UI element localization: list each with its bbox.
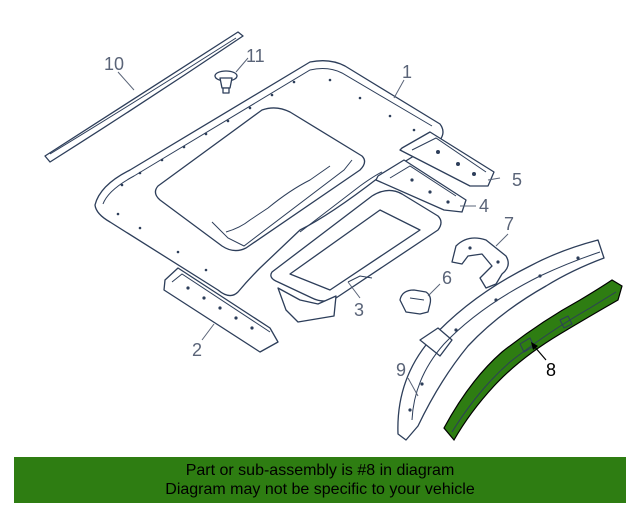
callout-7: 7 bbox=[504, 214, 514, 234]
callout-10: 10 bbox=[104, 54, 124, 74]
callout-8: 8 bbox=[546, 360, 556, 380]
part-11-clip[interactable] bbox=[214, 70, 238, 94]
callout-2: 2 bbox=[192, 340, 202, 360]
part-10-roof-molding[interactable] bbox=[44, 31, 244, 163]
part-9-roof-side-rail[interactable] bbox=[397, 239, 605, 441]
callout-1: 1 bbox=[402, 62, 412, 82]
part-3-sunroof-frame[interactable] bbox=[270, 189, 442, 323]
part-8-rail-reinforcement[interactable] bbox=[443, 279, 623, 442]
callout-leaders bbox=[117, 57, 547, 397]
callout-5: 5 bbox=[512, 170, 522, 190]
banner-line-part-info: Part or sub-assembly is #8 in diagram bbox=[185, 462, 455, 479]
info-banner: Part or sub-assembly is #8 in diagram Di… bbox=[14, 457, 626, 503]
part-6-small-bracket[interactable] bbox=[399, 289, 432, 315]
roof-parts-diagram: 10 11 1 5 4 7 6 3 2 9 8 bbox=[44, 31, 623, 442]
callout-4: 4 bbox=[479, 196, 489, 216]
part-1-roof-panel[interactable] bbox=[94, 60, 444, 297]
part-8-highlight[interactable] bbox=[443, 279, 623, 442]
callout-6: 6 bbox=[442, 268, 452, 288]
callout-3: 3 bbox=[354, 300, 364, 320]
part-2-rear-header[interactable] bbox=[163, 267, 279, 353]
callout-11: 11 bbox=[246, 46, 265, 66]
part-5-front-header[interactable] bbox=[399, 131, 495, 187]
callout-9: 9 bbox=[396, 360, 406, 380]
banner-line-disclaimer: Diagram may not be specific to your vehi… bbox=[165, 481, 475, 498]
part-7-bracket[interactable] bbox=[451, 237, 509, 289]
part-4-roof-bow[interactable] bbox=[375, 159, 467, 213]
